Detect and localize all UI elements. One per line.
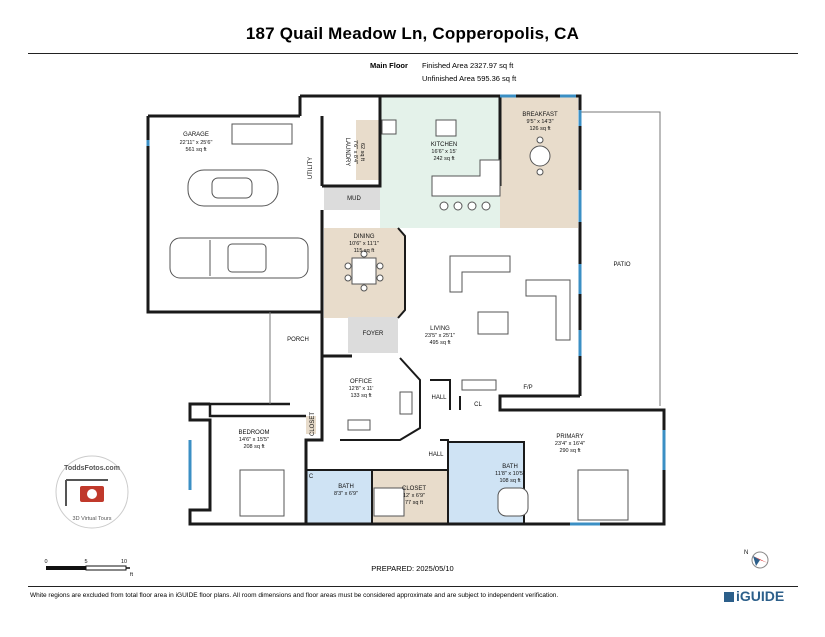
dining-table: [344, 250, 384, 292]
title-divider: [28, 53, 798, 54]
footer-divider: [28, 586, 798, 587]
garage-label: GARAGE: [183, 132, 209, 138]
dining-label: DINING: [354, 234, 375, 240]
utility-label: UTILITY: [308, 157, 314, 179]
svg-text:62 sq ft: 62 sq ft: [359, 143, 365, 162]
bedroom-label: BEDROOM: [238, 430, 269, 436]
walls: [146, 94, 666, 526]
room-labels: GARAGE 22'11" x 25'6" 561 sq ft KITCHEN …: [180, 112, 631, 506]
svg-text:23'4" x 16'4": 23'4" x 16'4": [555, 441, 585, 447]
windows: [146, 94, 666, 526]
hall-label-upper: HALL: [431, 395, 447, 401]
living-label: LIVING: [430, 326, 450, 332]
watermark-subtext: 3D Virtual Tours: [73, 516, 112, 522]
primary-label: PRIMARY: [556, 434, 583, 440]
bedroom-bed: [239, 469, 285, 517]
closet1-label: CLOSET: [310, 412, 316, 436]
foyer-label: FOYER: [363, 331, 384, 337]
svg-text:23'5" x 25'1": 23'5" x 25'1": [425, 333, 455, 339]
scale-bar: 0 5 10 ft: [44, 559, 133, 578]
svg-text:14'6" x 15'5": 14'6" x 15'5": [239, 437, 269, 443]
breakfast-table: [529, 136, 551, 176]
bath1-fill: [306, 470, 372, 524]
office-label: OFFICE: [350, 379, 372, 385]
svg-text:10'6" x 11'1": 10'6" x 11'1": [349, 241, 379, 247]
svg-text:ft: ft: [130, 572, 134, 578]
garage-left-wall: [146, 116, 322, 314]
bathtub-icon: [497, 487, 529, 517]
foyer-fill: [348, 317, 398, 353]
watermark-text: ToddsFotos.com: [64, 465, 120, 472]
floor-label: Main Floor: [370, 61, 408, 70]
primary-bed: [577, 469, 629, 521]
brand-icon: [724, 592, 734, 602]
fireplace-label: F/P: [523, 385, 532, 391]
bath1-label: BATH: [338, 484, 354, 490]
svg-text:208 sq ft: 208 sq ft: [243, 444, 265, 450]
svg-text:133 sq ft: 133 sq ft: [350, 393, 372, 399]
svg-text:5: 5: [84, 559, 87, 565]
svg-text:8'3" x 6'9": 8'3" x 6'9": [334, 491, 358, 497]
svg-text:16'6" x 15': 16'6" x 15': [431, 149, 456, 155]
closet2-label: CLOSET: [402, 486, 426, 492]
laundry-label: LAUNDRY: [344, 138, 350, 167]
hall-label-lower: HALL: [428, 452, 444, 458]
kitchen-label: KITCHEN: [431, 142, 457, 148]
watermark-logo: ToddsFotos.com 3D Virtual Tours: [55, 455, 129, 529]
finished-area: Finished Area 2327.97 sq ft: [422, 61, 514, 70]
svg-text:22'11" x 25'6": 22'11" x 25'6": [180, 140, 213, 146]
kitchen-island: [381, 119, 501, 211]
svg-text:495 sq ft: 495 sq ft: [429, 340, 451, 346]
brand-name: iGUIDE: [736, 588, 785, 604]
page-title: 187 Quail Meadow Ln, Copperopolis, CA: [245, 24, 580, 43]
svg-text:11'8" x 10'5": 11'8" x 10'5": [495, 471, 525, 477]
mud-label: MUD: [347, 196, 361, 202]
svg-text:108 sq ft: 108 sq ft: [499, 478, 521, 484]
office-furniture: [347, 391, 413, 431]
bath2-label: BATH: [502, 464, 518, 470]
svg-text:115 sq ft: 115 sq ft: [354, 248, 375, 254]
beds: [239, 469, 629, 521]
living-sofa: [449, 255, 571, 391]
footer-disclaimer: White regions are excluded from total fl…: [30, 592, 559, 599]
brand-logo: iGUIDE: [724, 588, 784, 604]
closet1-fill: [306, 416, 316, 434]
breakfast-label: BREAKFAST: [522, 112, 558, 118]
house-top-wall: [300, 94, 582, 396]
svg-text:9'5" x 14'3": 9'5" x 14'3": [526, 119, 553, 125]
patio-label: PATIO: [613, 262, 630, 268]
garage-vehicles: [169, 123, 309, 279]
patio-outline: [580, 111, 661, 406]
svg-text:0: 0: [44, 559, 47, 565]
c-label: C: [309, 474, 314, 480]
svg-text:242 sq ft: 242 sq ft: [433, 156, 455, 162]
svg-text:126 sq ft: 126 sq ft: [529, 126, 551, 132]
prepared-date: PREPARED: 2025/05/10: [371, 564, 454, 573]
porch-label: PORCH: [287, 337, 309, 343]
unfinished-area: Unfinished Area 595.36 sq ft: [422, 74, 517, 83]
cl-label: CL: [474, 402, 482, 408]
svg-text:12' x 6'9": 12' x 6'9": [403, 493, 425, 499]
svg-text:561 sq ft: 561 sq ft: [185, 147, 207, 153]
compass-icon: N: [744, 550, 769, 569]
svg-text:10: 10: [121, 559, 127, 565]
svg-text:7'6" x 8'4": 7'6" x 8'4": [352, 140, 358, 164]
mud-fill: [324, 186, 380, 210]
svg-text:290 sq ft: 290 sq ft: [559, 448, 581, 454]
svg-text:12'8" x 11': 12'8" x 11': [349, 386, 374, 392]
laundry-fill: [356, 120, 380, 180]
svg-text:77 sq ft: 77 sq ft: [405, 500, 424, 506]
svg-text:N: N: [744, 550, 748, 556]
